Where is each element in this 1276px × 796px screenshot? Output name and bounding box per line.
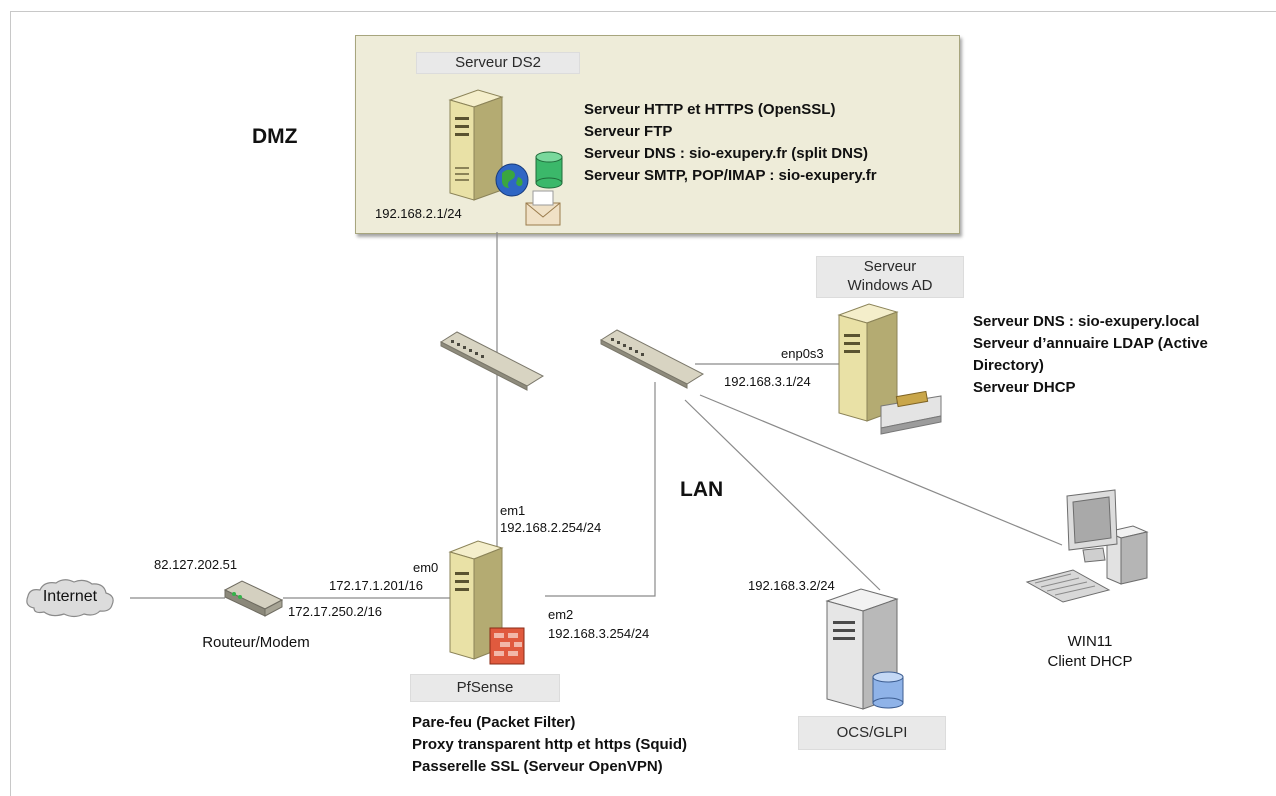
link-pfsense-switch-lan xyxy=(545,382,656,597)
win11-label-line1: WIN11 xyxy=(1067,633,1113,650)
server-ds2-icon xyxy=(448,89,563,226)
router-modem-icon xyxy=(223,580,284,617)
ds2-services: Serveur HTTP et HTTPS (OpenSSL) Serveur … xyxy=(584,99,877,187)
win11-label: WIN11 Client DHCP xyxy=(1010,632,1170,672)
windows-ad-label-line2: Windows AD xyxy=(847,277,933,294)
internet-cloud-icon xyxy=(26,579,114,618)
frame-top-border xyxy=(10,11,1276,12)
pfsense-em0-ip: 172.17.1.201/16 xyxy=(329,578,423,593)
internet-label: Internet xyxy=(42,588,98,605)
ad-service-ldap-cont: Directory) xyxy=(973,357,1044,374)
pfsense-em2: em2 xyxy=(548,607,574,622)
pfsense-service-vpn: Passerelle SSL (Serveur OpenVPN) xyxy=(412,758,663,775)
server-ocs-glpi-icon xyxy=(825,588,904,710)
pfsense-service-firewall: Pare-feu (Packet Filter) xyxy=(412,714,576,731)
zone-label-dmz: DMZ xyxy=(252,125,298,148)
router-lan-ip: 172.17.250.2/16 xyxy=(288,604,382,619)
windows-ad-iface: enp0s3 xyxy=(781,346,824,361)
ad-service-dns: Serveur DNS : sio-exupery.local xyxy=(973,313,1200,330)
ds2-service-dns: Serveur DNS : sio-exupery.fr (split DNS) xyxy=(584,145,868,162)
router-label: Routeur/Modem xyxy=(202,634,310,651)
win11-label-line2: Client DHCP xyxy=(1047,653,1133,670)
ad-service-ldap: Serveur d’annuaire LDAP (Active xyxy=(973,335,1208,352)
workstation-win11-icon xyxy=(1025,489,1149,603)
ds2-service-smtp: Serveur SMTP, POP/IMAP : sio-exupery.fr xyxy=(584,167,877,184)
ds2-ip: 192.168.2.1/24 xyxy=(375,206,462,221)
ds2-service-http: Serveur HTTP et HTTPS (OpenSSL) xyxy=(584,101,836,118)
ocs-ip: 192.168.3.2/24 xyxy=(748,578,835,593)
pfsense-em0: em0 xyxy=(413,560,439,575)
windows-ad-services: Serveur DNS : sio-exupery.local Serveur … xyxy=(973,311,1208,399)
pfsense-label: PfSense xyxy=(410,674,560,702)
pfsense-services: Pare-feu (Packet Filter) Proxy transpare… xyxy=(412,712,687,778)
pfsense-em1-ip: 192.168.2.254/24 xyxy=(500,520,602,535)
pfsense-em2-ip: 192.168.3.254/24 xyxy=(548,626,650,641)
ds2-service-ftp: Serveur FTP xyxy=(584,123,673,140)
switch-dmz-icon xyxy=(439,331,545,391)
link-switch-lan-win11 xyxy=(699,394,1063,546)
ocs-label: OCS/GLPI xyxy=(798,716,946,750)
server-windows-ad-icon xyxy=(837,303,942,435)
frame-left-border xyxy=(10,11,11,796)
pfsense-service-proxy: Proxy transparent http et https (Squid) xyxy=(412,736,688,753)
ad-service-dhcp: Serveur DHCP xyxy=(973,379,1076,396)
server-pfsense-icon xyxy=(448,540,525,665)
windows-ad-label: Serveur Windows AD xyxy=(816,256,964,298)
link-switch-lan-ocs xyxy=(684,399,881,591)
ds2-label: Serveur DS2 xyxy=(416,52,580,74)
windows-ad-ip: 192.168.3.1/24 xyxy=(724,374,811,389)
windows-ad-label-line1: Serveur xyxy=(863,258,917,275)
pfsense-em1: em1 xyxy=(500,503,526,518)
zone-label-lan: LAN xyxy=(680,478,724,501)
switch-lan-icon xyxy=(599,329,705,389)
router-public-ip: 82.127.202.51 xyxy=(154,557,238,572)
